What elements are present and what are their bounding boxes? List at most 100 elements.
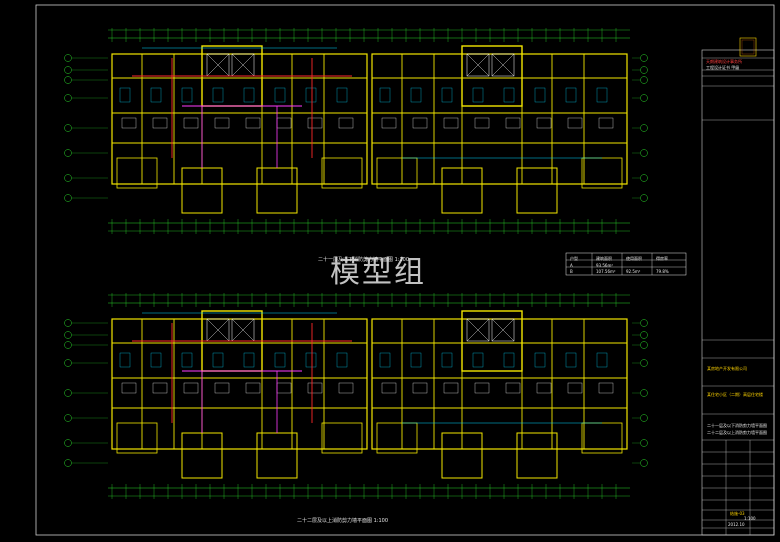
furniture bbox=[214, 117, 230, 129]
elevator-shaft bbox=[466, 53, 490, 77]
axis-bubble bbox=[640, 319, 648, 327]
axis-bubble bbox=[64, 124, 72, 132]
furniture bbox=[152, 382, 168, 394]
axis-bubble bbox=[64, 194, 72, 202]
furniture bbox=[381, 117, 397, 129]
axis-bubble bbox=[640, 94, 648, 102]
elevator-cross bbox=[466, 318, 490, 342]
tb-owner: 某房地产开发有限公司 bbox=[707, 366, 747, 371]
balcony bbox=[376, 157, 418, 189]
table-cell: 79.8% bbox=[656, 269, 669, 274]
balcony bbox=[516, 432, 558, 479]
fixture bbox=[243, 352, 255, 368]
fixture bbox=[503, 87, 515, 103]
balcony bbox=[516, 167, 558, 214]
furniture bbox=[121, 117, 137, 129]
elevator-cross bbox=[231, 318, 255, 342]
axis-bubble bbox=[64, 76, 72, 84]
axis-bubble bbox=[64, 389, 72, 397]
fixture bbox=[441, 87, 453, 103]
elevator-cross bbox=[231, 53, 255, 77]
furniture bbox=[412, 382, 428, 394]
table-cell: 93.56m² bbox=[596, 263, 613, 268]
fixture bbox=[441, 352, 453, 368]
fixture bbox=[565, 352, 577, 368]
axis-bubble bbox=[640, 124, 648, 132]
furniture bbox=[152, 117, 168, 129]
fixture bbox=[181, 352, 193, 368]
tb-drawing-number: 结施-03 bbox=[730, 511, 745, 516]
fixture bbox=[212, 352, 224, 368]
axis-bubble bbox=[64, 414, 72, 422]
elevator-cross bbox=[206, 53, 230, 77]
furniture bbox=[536, 382, 552, 394]
tb-drawing-title-1: 二十一层及以下消防剪力墙平面图 bbox=[707, 423, 767, 428]
table-cell: 92.5m² bbox=[626, 269, 641, 274]
elevator-cross bbox=[466, 53, 490, 77]
axis-bubble bbox=[64, 94, 72, 102]
floor-plan bbox=[64, 293, 648, 499]
furniture bbox=[214, 382, 230, 394]
tb-drawing-title-2: 二十二层及以上消防剪力墙平面图 bbox=[707, 430, 767, 435]
axis-bubble bbox=[640, 341, 648, 349]
seal-stamp bbox=[739, 37, 757, 57]
furniture bbox=[474, 382, 490, 394]
elevator-shaft bbox=[491, 318, 515, 342]
furniture bbox=[121, 382, 137, 394]
fixture bbox=[336, 352, 348, 368]
furniture bbox=[307, 117, 323, 129]
axis-bubble bbox=[64, 459, 72, 467]
building-unit-left bbox=[111, 310, 368, 479]
furniture bbox=[505, 382, 521, 394]
furniture bbox=[183, 382, 199, 394]
fixture bbox=[596, 352, 608, 368]
elevator-shaft bbox=[466, 318, 490, 342]
building-unit-right bbox=[371, 310, 628, 479]
fixture bbox=[503, 352, 515, 368]
axis-bubble bbox=[64, 174, 72, 182]
furniture bbox=[381, 382, 397, 394]
fixture bbox=[565, 87, 577, 103]
axis-bubble bbox=[64, 359, 72, 367]
furniture bbox=[338, 117, 354, 129]
furniture bbox=[443, 117, 459, 129]
axis-bubble bbox=[640, 54, 648, 62]
lower-plan-caption: 二十二层及以上消防剪力墙平面图 1:100 bbox=[297, 518, 389, 524]
balcony bbox=[376, 422, 418, 454]
balcony bbox=[321, 157, 363, 189]
fixture bbox=[379, 352, 391, 368]
axis-bubble bbox=[64, 439, 72, 447]
table-header-cell: 户型 bbox=[570, 256, 578, 261]
fixture bbox=[596, 87, 608, 103]
balcony bbox=[441, 432, 483, 479]
fixture bbox=[534, 352, 546, 368]
furniture bbox=[412, 117, 428, 129]
axis-bubble bbox=[640, 459, 648, 467]
fixture bbox=[472, 87, 484, 103]
tb-company-sub: 工程设计证书 甲级 bbox=[706, 65, 740, 70]
fixture bbox=[336, 87, 348, 103]
elevator-cross bbox=[206, 318, 230, 342]
axis-bubble bbox=[640, 414, 648, 422]
fixture bbox=[305, 87, 317, 103]
axis-bubble bbox=[640, 149, 648, 157]
furniture bbox=[567, 117, 583, 129]
fixture bbox=[243, 87, 255, 103]
axis-bubble bbox=[640, 359, 648, 367]
title-block bbox=[702, 37, 774, 535]
balcony bbox=[116, 157, 158, 189]
axis-bubble bbox=[64, 54, 72, 62]
fixture bbox=[274, 352, 286, 368]
fixture bbox=[119, 87, 131, 103]
tb-scale: 1:100 bbox=[744, 516, 756, 521]
floor-plan bbox=[64, 28, 648, 234]
fixture bbox=[119, 352, 131, 368]
axis-bubble bbox=[64, 319, 72, 327]
axis-bubble bbox=[640, 174, 648, 182]
table-header-cell: 得房率 bbox=[656, 256, 668, 261]
axis-bubble bbox=[640, 389, 648, 397]
area-table bbox=[565, 252, 687, 276]
fixture bbox=[150, 352, 162, 368]
axis-bubble bbox=[640, 194, 648, 202]
furniture bbox=[245, 117, 261, 129]
